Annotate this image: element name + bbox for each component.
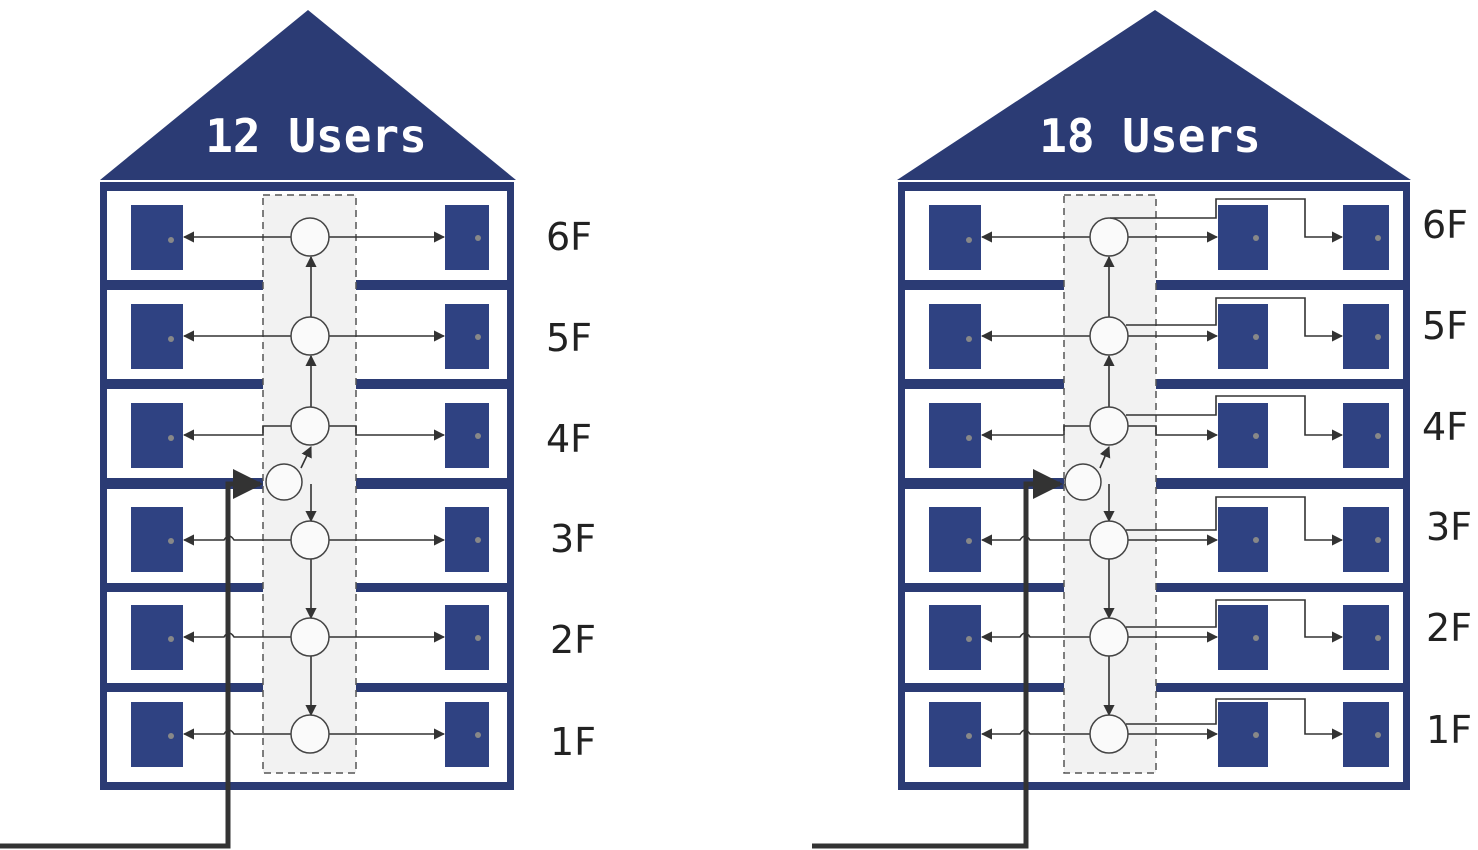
floor-label-1f: 1F bbox=[1426, 708, 1472, 752]
user-unit bbox=[929, 507, 981, 572]
user-unit bbox=[929, 304, 981, 369]
floor-label-6f: 6F bbox=[546, 215, 592, 259]
user-unit bbox=[131, 605, 183, 670]
user-unit bbox=[131, 702, 183, 767]
building-title: 18 Users bbox=[1039, 109, 1261, 163]
user-unit bbox=[929, 605, 981, 670]
floor-label-2f: 2F bbox=[550, 618, 596, 662]
user-unit bbox=[131, 403, 183, 468]
floor-label-4f: 4F bbox=[1422, 405, 1468, 449]
floor-label-2f: 2F bbox=[1426, 606, 1472, 650]
floor-label-6f: 6F bbox=[1422, 203, 1468, 247]
user-unit bbox=[445, 702, 489, 767]
user-unit bbox=[445, 304, 489, 369]
user-unit bbox=[929, 403, 981, 468]
user-unit bbox=[445, 605, 489, 670]
user-unit bbox=[1218, 304, 1268, 369]
floor-label-4f: 4F bbox=[546, 417, 592, 461]
user-unit bbox=[445, 205, 489, 270]
user-unit bbox=[929, 702, 981, 767]
feeder-cable bbox=[0, 469, 263, 849]
building-title: 12 Users bbox=[205, 109, 427, 163]
splitter-node bbox=[290, 520, 330, 560]
roof bbox=[100, 10, 516, 180]
splitter-node bbox=[290, 617, 330, 657]
user-unit bbox=[445, 403, 489, 468]
splitter-node bbox=[1089, 217, 1129, 257]
splitter-node bbox=[290, 217, 330, 257]
splitter-node bbox=[290, 714, 330, 754]
splitters bbox=[265, 217, 330, 754]
user-unit bbox=[445, 507, 489, 572]
user-unit bbox=[131, 304, 183, 369]
user-unit bbox=[1343, 702, 1389, 767]
user-unit bbox=[1343, 304, 1389, 369]
user-unit bbox=[1343, 507, 1389, 572]
floor-label-5f: 5F bbox=[546, 316, 592, 360]
floor-label-3f: 3F bbox=[1426, 505, 1472, 549]
splitter-node bbox=[290, 316, 330, 356]
user-unit bbox=[131, 507, 183, 572]
floor-label-3f: 3F bbox=[550, 517, 596, 561]
user-unit bbox=[1218, 205, 1268, 270]
roof bbox=[897, 10, 1411, 180]
floor-label-1f: 1F bbox=[550, 720, 596, 764]
splitter-node bbox=[1089, 617, 1129, 657]
splitter-node bbox=[1089, 406, 1129, 446]
splitters bbox=[1064, 217, 1129, 754]
building-12-users: 12 Users bbox=[0, 10, 596, 849]
user-unit bbox=[929, 205, 981, 270]
user-unit bbox=[1218, 507, 1268, 572]
user-unit bbox=[1343, 403, 1389, 468]
building-18-users: 18 Users bbox=[812, 10, 1472, 849]
splitter-node bbox=[1089, 316, 1129, 356]
user-unit bbox=[1343, 205, 1389, 270]
floor-label-5f: 5F bbox=[1422, 304, 1468, 348]
user-units bbox=[131, 205, 489, 767]
splitter-node bbox=[265, 463, 303, 501]
user-unit bbox=[131, 205, 183, 270]
user-unit bbox=[1218, 702, 1268, 767]
splitter-node bbox=[1089, 714, 1129, 754]
user-unit bbox=[1218, 605, 1268, 670]
splitter-node bbox=[1089, 520, 1129, 560]
user-unit bbox=[1218, 403, 1268, 468]
user-unit bbox=[1343, 605, 1389, 670]
splitter-node bbox=[1064, 463, 1102, 501]
user-units bbox=[929, 205, 1389, 767]
splitter-node bbox=[290, 406, 330, 446]
feeder-cable bbox=[812, 469, 1063, 849]
